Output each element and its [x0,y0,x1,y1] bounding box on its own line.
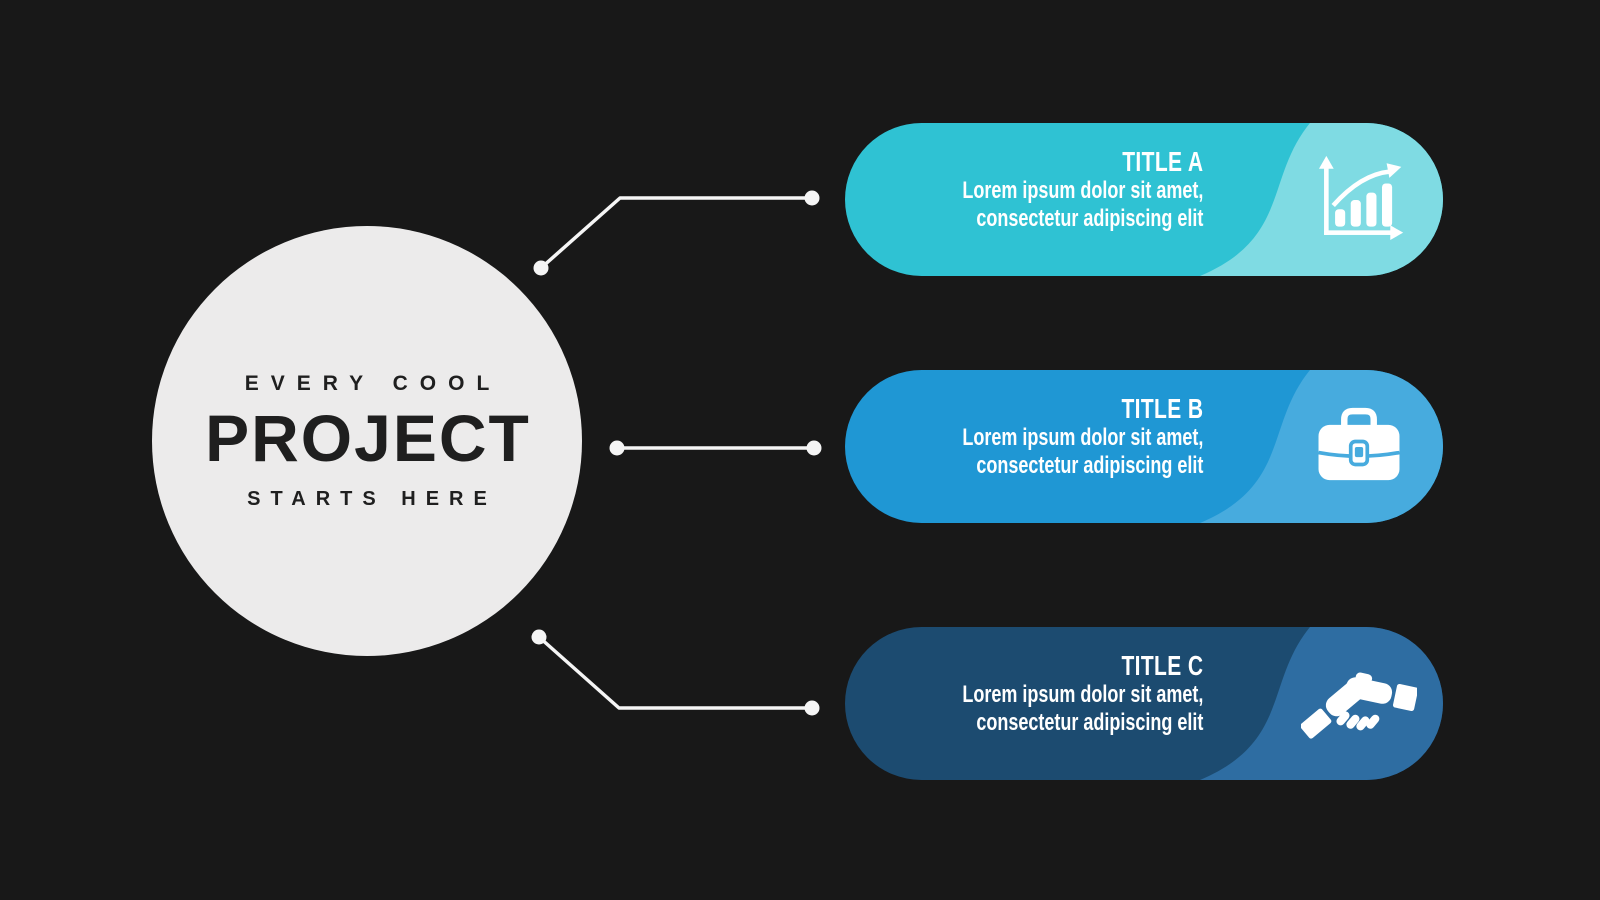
connector-strokes [537,196,816,710]
handshake-icon [1301,672,1417,739]
card-c: TITLE C Lorem ipsum dolor sit amet, cons… [845,627,1443,780]
connector-dot [531,629,547,645]
hub-subtitle-bottom: STARTS HERE [247,487,497,510]
connector-line-c [537,635,814,710]
hub-title: PROJECT [205,400,531,475]
connector-dot [533,260,549,276]
connector-line-a [539,196,814,270]
connector-dot [806,440,822,456]
hub-circle: EVERY COOL PROJECT STARTS HERE [152,226,582,656]
briefcase-icon [1318,407,1400,480]
card-a-body-line2: consectetur adipiscing elit [975,204,1203,232]
growth-chart-icon [1318,155,1404,240]
connector-dot [804,190,820,206]
card-c-text: TITLE C Lorem ipsum dolor sit amet, cons… [962,651,1203,736]
hub-subtitle-top: EVERY COOL [244,371,502,395]
card-c-body-line1: Lorem ipsum dolor sit amet, [961,681,1203,708]
card-c-body-line2: consectetur adipiscing elit [975,708,1203,736]
card-b-title: TITLE B [1121,393,1203,424]
card-a-text: TITLE A Lorem ipsum dolor sit amet, cons… [962,147,1203,232]
connector-dots [531,190,822,716]
card-a-body-line1: Lorem ipsum dolor sit amet, [961,177,1203,204]
card-b-text: TITLE B Lorem ipsum dolor sit amet, cons… [962,394,1203,479]
card-a-title: TITLE A [1121,146,1203,177]
connector-dot [804,700,820,716]
card-b-body-line2: consectetur adipiscing elit [975,451,1203,479]
card-c-title: TITLE C [1121,650,1203,681]
card-b: TITLE B Lorem ipsum dolor sit amet, cons… [845,370,1443,523]
card-a: TITLE A Lorem ipsum dolor sit amet, cons… [845,123,1443,276]
card-b-body-line1: Lorem ipsum dolor sit amet, [961,424,1203,451]
connector-dot [609,440,625,456]
